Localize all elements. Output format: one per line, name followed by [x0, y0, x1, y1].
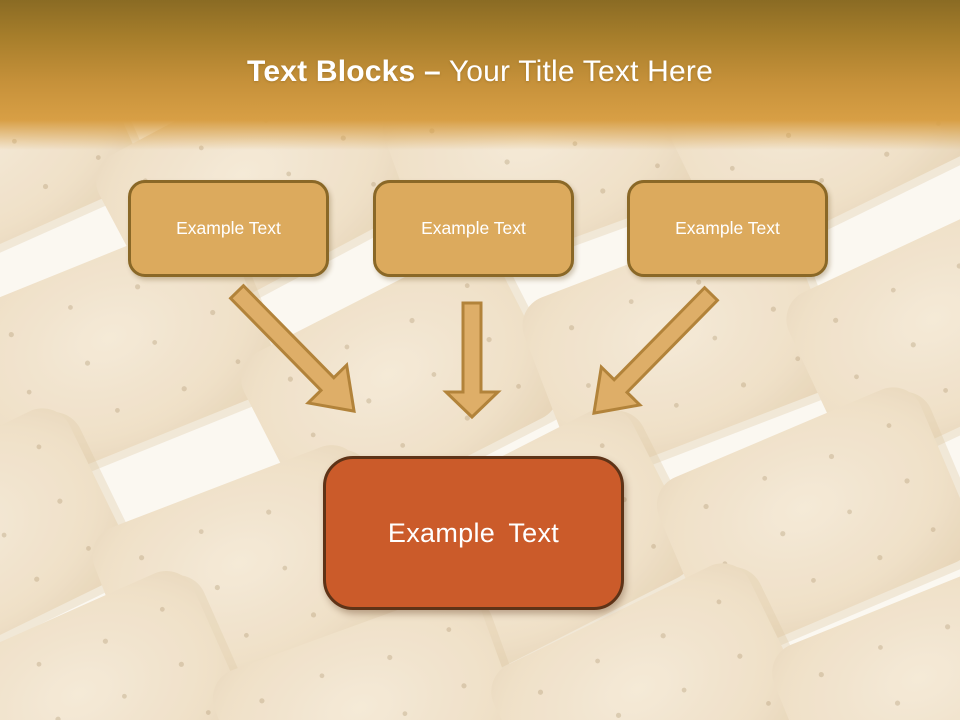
result-block: Example Text — [323, 456, 624, 610]
slide-title-bold: Text Blocks – — [247, 55, 441, 88]
text-block-2: Example Text — [373, 180, 574, 277]
text-block-2-label: Example Text — [421, 218, 526, 238]
text-block-3: Example Text — [627, 180, 828, 277]
slide-title-regular: Your Title Text Here — [440, 55, 713, 88]
title-banner: Text Blocks – Your Title Text Here — [0, 0, 960, 150]
text-block-1-label: Example Text — [176, 218, 281, 238]
text-block-1: Example Text — [128, 180, 329, 277]
result-block-label: Example Text — [387, 517, 560, 548]
text-block-3-label: Example Text — [675, 218, 780, 238]
slide-title: Text Blocks – Your Title Text Here — [0, 55, 960, 89]
